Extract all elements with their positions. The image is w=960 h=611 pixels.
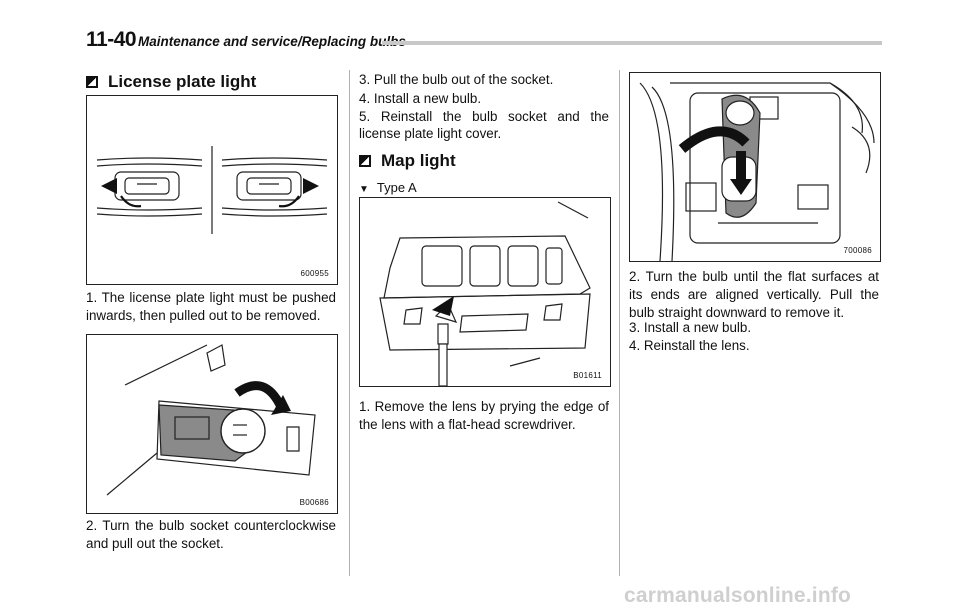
figure-code: 600955 [300,269,329,278]
section-marker-icon [359,155,371,167]
figure-code: B01611 [573,371,602,380]
heading-license-plate-light: License plate light [86,72,256,92]
watermark: carmanualsonline.info [624,584,852,607]
figure-map-light-bulb: 700086 [629,72,881,262]
license-step-4: 4. Install a new bulb. [359,91,482,106]
figure-license-plate-push: 600955 [86,95,338,285]
column-divider-1 [349,70,350,576]
map-light-illustration [379,201,591,386]
map-light-bulb-illustration [639,82,875,261]
header-rule [382,41,882,45]
subheading-type-a: ▼Type A [359,180,417,195]
license-plate-push-illustration [96,146,328,234]
figure-map-light-lens: B01611 [359,197,611,387]
section-marker-icon [86,76,98,88]
license-step-5: 5. Reinstall the bulb socket and the lic… [359,109,609,141]
map-step-1: 1. Remove the lens by prying the edge of… [359,399,609,432]
map-step-2: 2. Turn the bulb until the flat surfaces… [629,269,879,320]
map-step-4: 4. Reinstall the lens. [629,338,750,353]
bulb-socket-illustration [106,344,316,496]
figure-code: B00686 [299,498,329,507]
license-step-3: 3. Pull the bulb out of the socket. [359,72,554,87]
figure-code: 700086 [843,246,872,255]
triangle-marker-icon: ▼ [359,184,369,195]
figure-bulb-socket-turn: B00686 [86,334,338,514]
section-title: Maintenance and service/Replacing bulbs [138,34,406,49]
license-step-2: 2. Turn the bulb socket counterclockwise… [86,518,336,551]
map-step-3: 3. Install a new bulb. [629,320,752,335]
page-header: 11-40 Maintenance and service/Replacing … [86,28,882,54]
license-step-1: 1. The license plate light must be pushe… [86,290,336,323]
page-number: 11-40 [86,28,137,51]
heading-map-light: Map light [359,151,456,171]
column-divider-2 [619,70,620,576]
